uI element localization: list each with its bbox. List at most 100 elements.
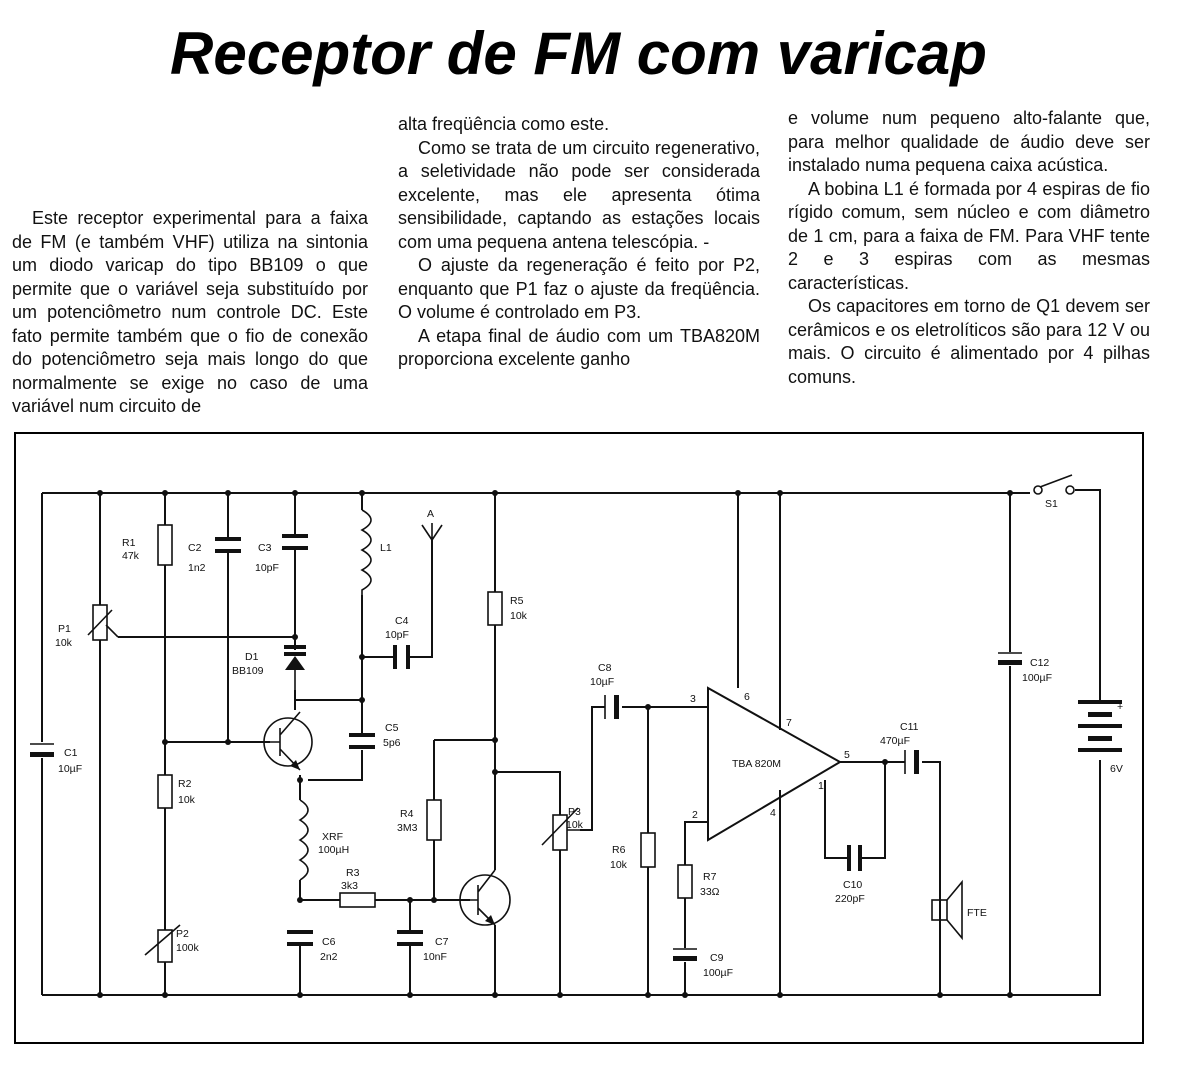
label-c7: C7 — [435, 936, 449, 948]
label-c9-value: 100µF — [703, 967, 733, 979]
label-r5-value: 10k — [510, 610, 528, 622]
label-c2-value: 1n2 — [188, 562, 206, 574]
label-p2-value: 100k — [176, 942, 200, 954]
paragraph: Este receptor experimental para a faixa … — [12, 208, 368, 416]
text-column-1: Este receptor experimental para a faixa … — [12, 207, 368, 419]
label-r7-value: 33Ω — [700, 886, 720, 898]
resistor-r3 — [339, 892, 376, 908]
label-c12-value: 100µF — [1022, 672, 1052, 684]
label-pin1: 1 — [818, 780, 824, 792]
label-c1: C1 — [64, 747, 78, 759]
label-c12: C12 — [1030, 657, 1049, 669]
label-pin6: 6 — [744, 691, 750, 703]
potentiometer-p1 — [87, 604, 119, 641]
paragraph: Como se trata de um circuito regenerativ… — [398, 137, 760, 252]
inductor-xrf — [298, 799, 309, 881]
label-r5: R5 — [510, 595, 524, 607]
page-title: Receptor de FM com varicap — [170, 20, 987, 87]
label-pin5: 5 — [844, 749, 850, 761]
label-d1: D1 — [245, 651, 259, 663]
resistor-r2 — [157, 774, 173, 809]
label-fte: FTE — [967, 907, 987, 919]
capacitor-c10 — [847, 845, 862, 871]
capacitor-c9 — [673, 948, 697, 961]
wires — [41, 489, 1101, 996]
label-xrf: XRF — [322, 831, 343, 843]
label-r7: R7 — [703, 871, 717, 883]
label-c5-value: 5p6 — [383, 737, 401, 749]
switch-s1 — [1033, 474, 1075, 495]
label-c8: C8 — [598, 662, 612, 674]
label-c7-value: 10nF — [423, 951, 447, 963]
paragraph: alta freqüência como este. — [398, 114, 610, 134]
label-p2: P2 — [176, 928, 189, 940]
capacitor-c7 — [397, 930, 423, 946]
label-xrf-value: 100µH — [318, 844, 349, 856]
label-p1-value: 10k — [55, 637, 73, 649]
label-c3-value: 10pF — [255, 562, 279, 574]
label-pin3: 3 — [690, 693, 696, 705]
schematic-labels: R1 47k C2 1n2 C3 10pF L1 A C4 10pF P1 10… — [55, 498, 1123, 979]
capacitor-c12 — [998, 652, 1022, 665]
label-antenna: A — [427, 508, 434, 520]
label-ic: TBA 820M — [732, 758, 781, 770]
label-c11: C11 — [900, 721, 919, 733]
label-battery-plus: + — [1117, 701, 1123, 713]
capacitor-c3 — [282, 534, 308, 550]
label-r2: R2 — [178, 778, 192, 790]
potentiometer-p2 — [144, 924, 181, 963]
label-c4: C4 — [395, 615, 409, 627]
antenna-icon — [421, 523, 443, 541]
label-c8-value: 10µF — [590, 676, 614, 688]
transistor-q2 — [459, 869, 511, 926]
label-c6-value: 2n2 — [320, 951, 338, 963]
label-r1: R1 — [122, 537, 136, 549]
resistor-r7 — [677, 864, 693, 899]
varicap-d1 — [284, 645, 306, 690]
label-c2: C2 — [188, 542, 202, 554]
label-c1-value: 10µF — [58, 763, 82, 775]
capacitor-c6 — [287, 930, 313, 946]
capacitor-c11 — [904, 750, 919, 774]
paragraph: O ajuste da regeneração é feito por P2, … — [398, 255, 760, 322]
transistor-q1 — [263, 711, 313, 771]
paragraph: A bobina L1 é formada por 4 espiras de f… — [788, 178, 1150, 293]
paragraph: Os capacitores em torno de Q1 devem ser … — [788, 296, 1150, 387]
label-c9: C9 — [710, 952, 724, 964]
resistor-r4 — [426, 799, 442, 841]
resistor-r6 — [640, 832, 656, 868]
label-c5: C5 — [385, 722, 399, 734]
label-battery-voltage: 6V — [1110, 763, 1123, 775]
label-r4-value: 3M3 — [397, 822, 418, 834]
junction-dots — [97, 490, 1013, 998]
label-r6: R6 — [612, 844, 626, 856]
label-r3: R3 — [346, 867, 360, 879]
capacitor-c1 — [30, 743, 54, 757]
capacitor-c8 — [604, 695, 619, 719]
speaker-icon — [931, 879, 963, 941]
text-column-3: e volume num pequeno alto-falante que, p… — [788, 107, 1150, 389]
resistor-r1 — [157, 524, 173, 566]
paragraph: A etapa final de áudio com um TBA820M pr… — [398, 325, 760, 370]
battery-icon — [1078, 700, 1122, 752]
label-c10: C10 — [843, 879, 862, 891]
label-pin4: 4 — [770, 807, 776, 819]
resistor-r5 — [487, 591, 503, 626]
label-s1: S1 — [1045, 498, 1058, 510]
potentiometer-p3 — [541, 807, 580, 851]
label-c6: C6 — [322, 936, 336, 948]
label-c4-value: 10pF — [385, 629, 409, 641]
label-p3-value: 10k — [566, 819, 584, 831]
text-column-2: alta freqüência como este. Como se trata… — [398, 113, 760, 372]
label-l1: L1 — [380, 542, 392, 554]
label-p3: P3 — [568, 806, 581, 818]
paragraph: e volume num pequeno alto-falante que, p… — [788, 108, 1150, 175]
capacitor-c2 — [215, 537, 241, 553]
inductor-l1 — [360, 509, 372, 595]
schematic-frame — [14, 432, 1144, 1044]
label-p1: P1 — [58, 623, 71, 635]
label-r3-value: 3k3 — [341, 880, 358, 892]
label-r4: R4 — [400, 808, 414, 820]
label-c10-value: 220pF — [835, 893, 865, 905]
